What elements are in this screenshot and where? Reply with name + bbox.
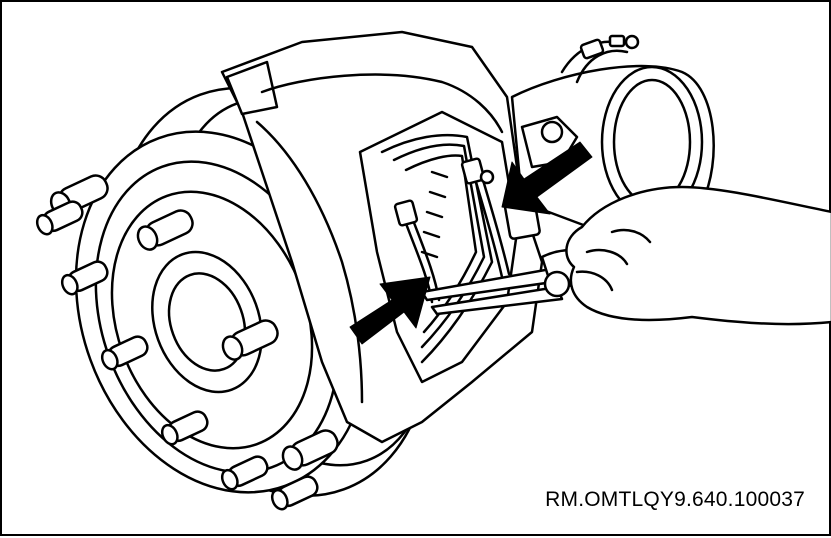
arrow-right (349, 276, 431, 345)
figure-reference-code: RM.OMTLQY9.640.100037 (545, 488, 805, 511)
axle-housing (510, 34, 715, 237)
brake-pad (380, 133, 494, 364)
arrow-left (501, 141, 593, 215)
hand (565, 185, 831, 326)
wheel-studs (35, 174, 339, 511)
